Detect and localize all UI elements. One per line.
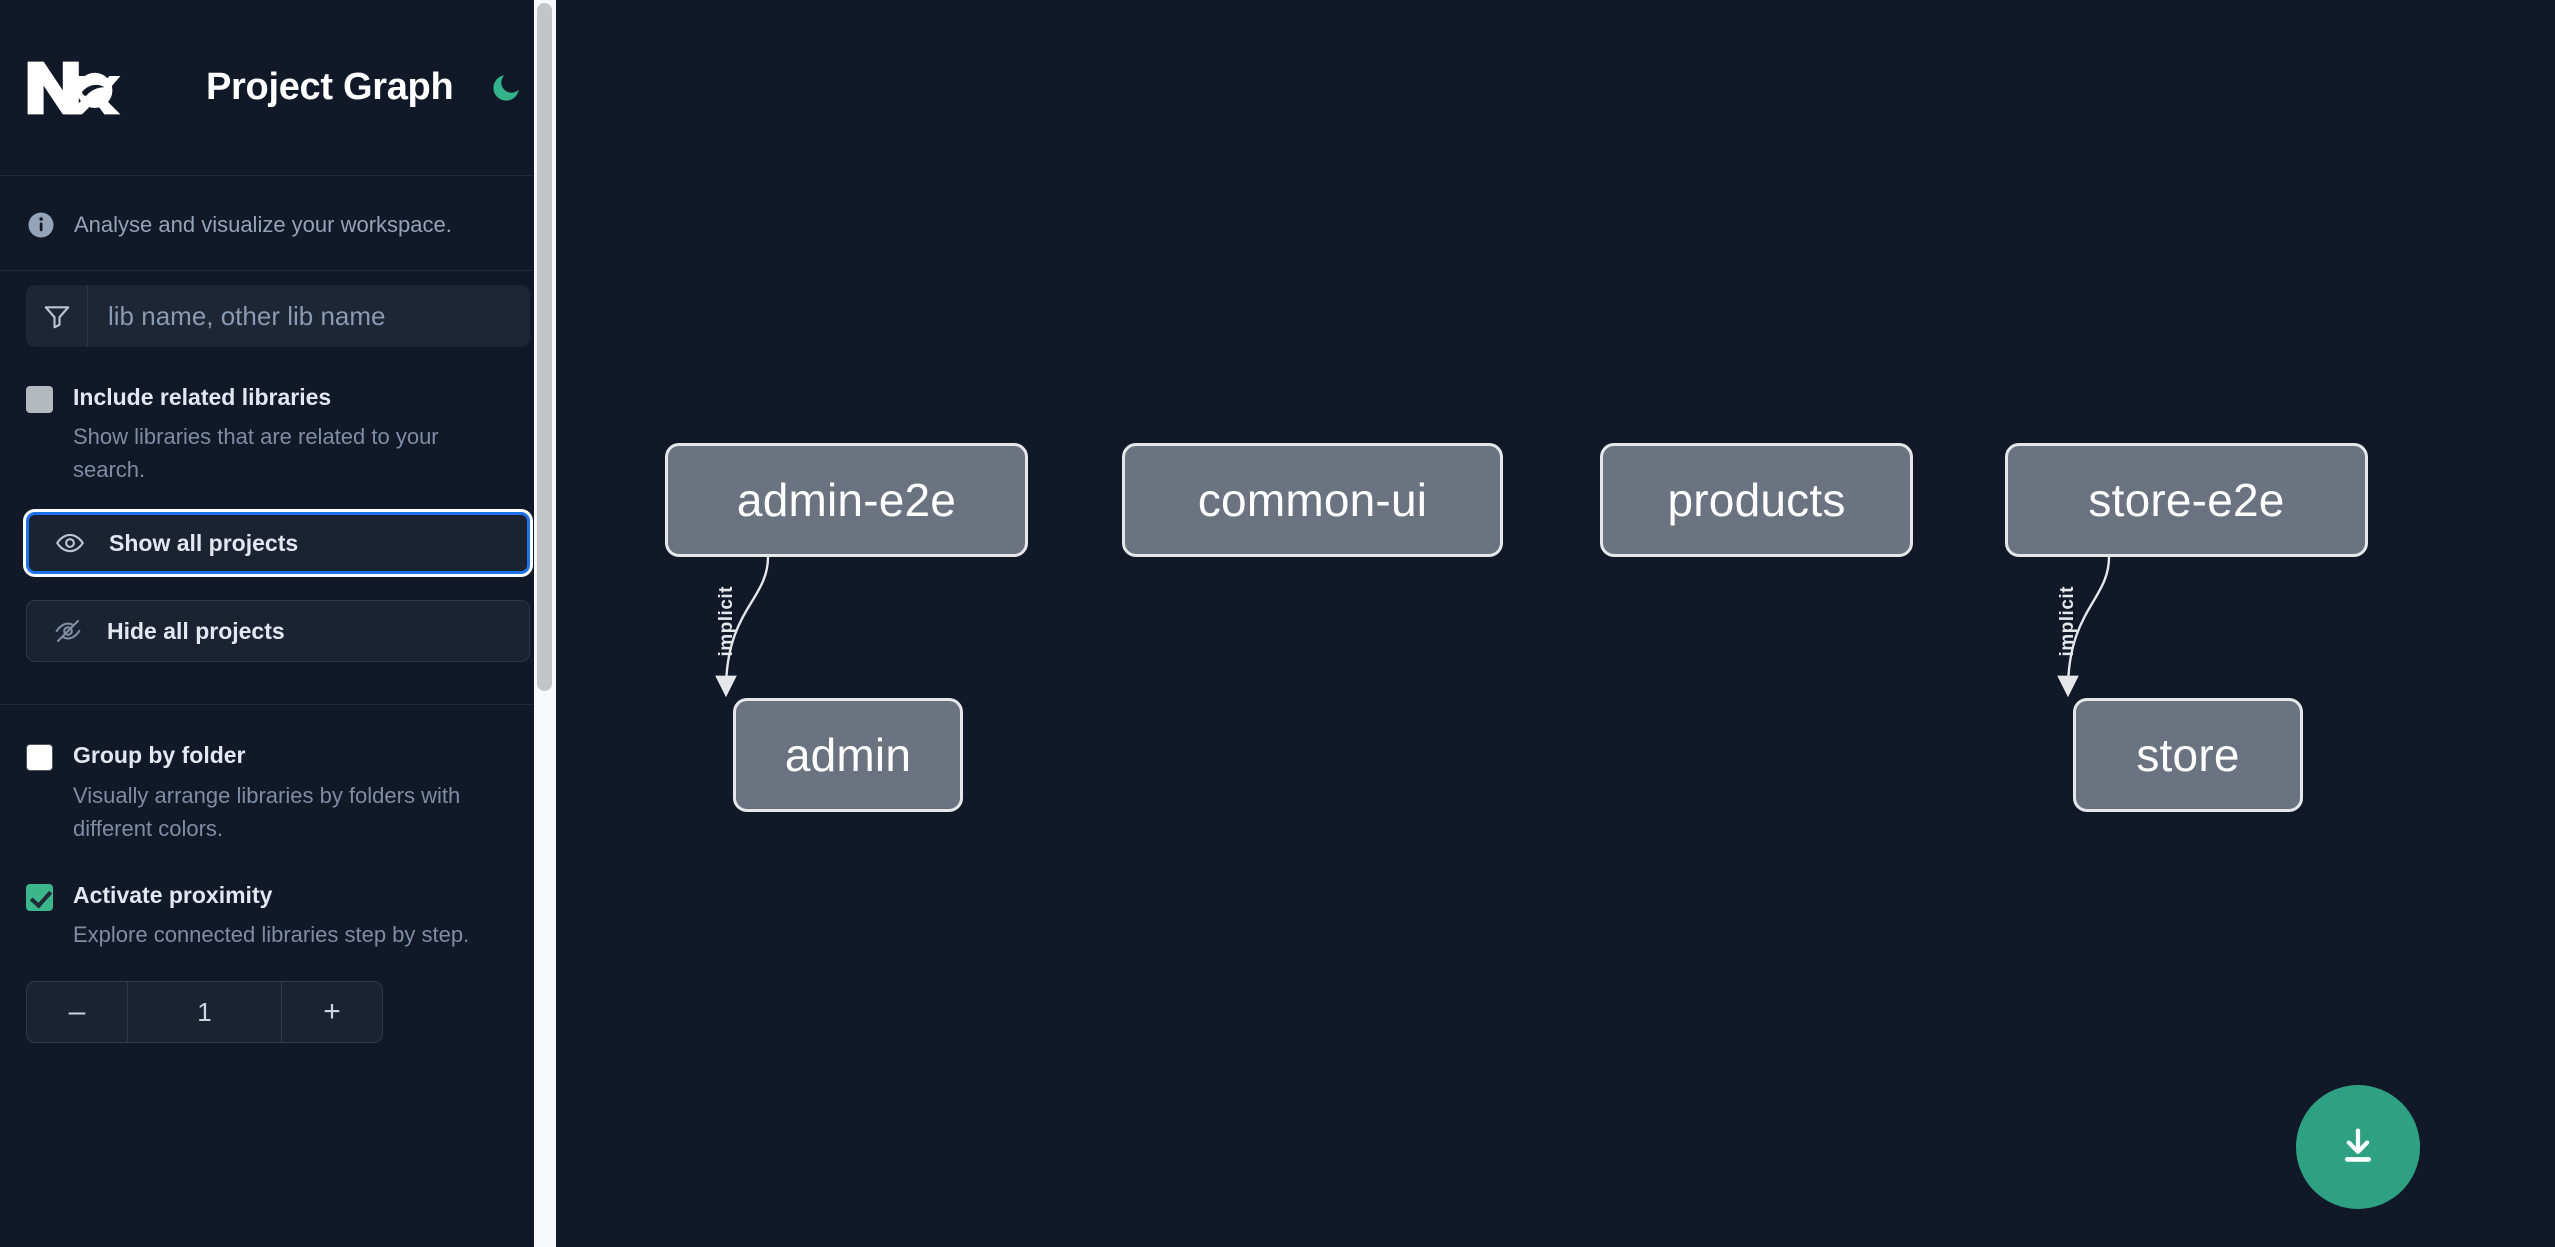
option-label: Group by folder — [73, 742, 246, 769]
graph-node-store[interactable]: store — [2073, 698, 2303, 812]
option-description: Show libraries that are related to your … — [73, 424, 439, 483]
search-input[interactable] — [88, 285, 530, 347]
show-all-projects-label: Show all projects — [109, 529, 299, 556]
proximity-decrement-button[interactable]: – — [27, 982, 128, 1043]
option-activate-proximity[interactable]: Activate proximity Explore connected lib… — [0, 845, 556, 951]
spacer — [0, 662, 556, 704]
option-include-related-libraries[interactable]: Include related libraries Show libraries… — [0, 347, 556, 486]
proximity-increment-button[interactable]: + — [281, 982, 382, 1043]
graph-node-products[interactable]: products — [1600, 443, 1913, 557]
option-description: Explore connected libraries step by step… — [73, 922, 470, 948]
graph-node-admin[interactable]: admin — [733, 698, 963, 812]
download-icon — [2335, 1123, 2381, 1172]
option-group-by-folder[interactable]: Group by folder Visually arrange librari… — [0, 705, 556, 844]
proximity-value: 1 — [128, 982, 281, 1043]
tagline-text: Analyse and visualize your workspace. — [74, 212, 452, 237]
show-all-projects-button[interactable]: Show all projects — [26, 512, 530, 575]
proximity-stepper[interactable]: – 1 + — [26, 981, 383, 1044]
sidebar-scrollbar[interactable] — [534, 0, 556, 1247]
sidebar-scrollbar-thumb[interactable] — [537, 3, 552, 691]
hide-all-projects-label: Hide all projects — [107, 617, 285, 644]
group-by-folder-checkbox[interactable] — [26, 744, 53, 772]
show-all-block: Show all projects — [0, 486, 556, 575]
graph-node-store-e2e[interactable]: store-e2e — [2005, 443, 2368, 557]
info-icon — [26, 210, 56, 240]
download-graph-button[interactable] — [2296, 1085, 2420, 1209]
proximity-stepper-wrap: – 1 + — [0, 951, 556, 1044]
search-box[interactable] — [26, 285, 530, 347]
graph-node-admin-e2e[interactable]: admin-e2e — [665, 443, 1028, 557]
graph-node-common-ui[interactable]: common-ui — [1122, 443, 1503, 557]
tagline-row: Analyse and visualize your workspace. — [0, 176, 556, 270]
tagline-divider — [0, 270, 556, 271]
hide-all-projects-button[interactable]: Hide all projects — [26, 600, 530, 663]
brand-header: Project Graph — [0, 0, 556, 175]
option-label: Include related libraries — [73, 384, 332, 410]
sidebar-content: Project Graph Analyse and visualize y — [0, 0, 556, 1044]
moon-icon[interactable] — [487, 69, 525, 107]
graph-canvas[interactable]: admin-e2e common-ui products store-e2e a… — [556, 0, 2555, 1247]
page-title: Project Graph — [206, 66, 454, 108]
include-related-libraries-checkbox[interactable] — [26, 386, 53, 413]
option-description: Visually arrange libraries by folders wi… — [73, 782, 461, 841]
graph-edges — [715, 556, 2111, 698]
search-section — [0, 271, 556, 347]
eye-icon — [53, 526, 87, 560]
nx-logo-icon — [26, 57, 122, 119]
hide-all-block: Hide all projects — [0, 574, 556, 663]
activate-proximity-checkbox[interactable] — [26, 883, 53, 911]
edge-label-implicit-admin: implicit — [716, 586, 737, 657]
header-divider — [0, 175, 556, 176]
eye-off-icon — [51, 614, 85, 648]
option-label: Activate proximity — [73, 881, 273, 908]
sidebar: Project Graph Analyse and visualize y — [0, 0, 556, 1247]
filter-funnel-icon — [26, 285, 88, 347]
edge-label-implicit-store: implicit — [2057, 586, 2078, 657]
options-divider — [0, 704, 556, 706]
